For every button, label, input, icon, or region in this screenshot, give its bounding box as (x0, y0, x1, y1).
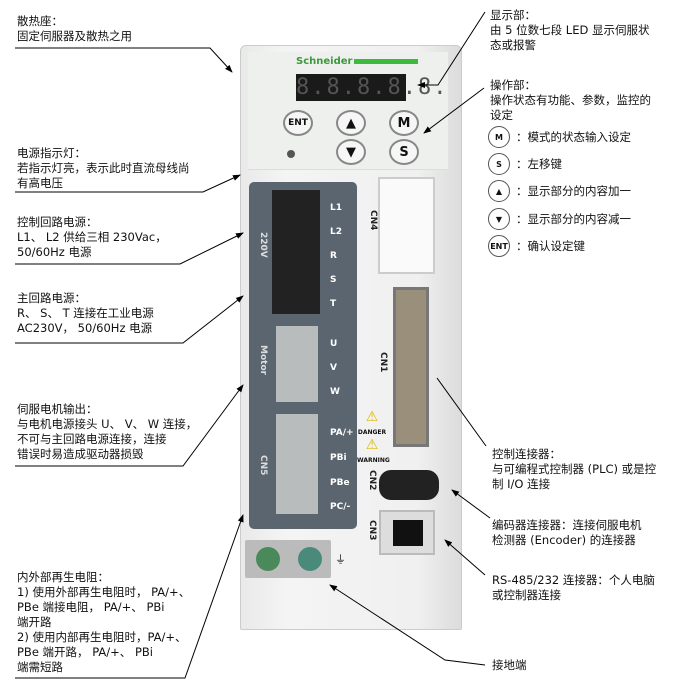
terminal-pa: PA/+ (330, 428, 354, 438)
key-desc: ：确认设定键 (516, 238, 585, 253)
group-label-220v: 220V (258, 232, 268, 258)
key-legend-down: ▼ ：显示部分的内容减一 (488, 207, 631, 231)
brand-logo: Schneider (296, 56, 353, 67)
terminal-s: S (330, 275, 337, 285)
terminal-t: T (330, 299, 337, 309)
key-legend-m: M ：模式的状态输入设定 (488, 125, 631, 149)
terminal-w: W (330, 387, 340, 397)
down-key-icon: ▼ (488, 208, 510, 230)
callout-title: 散热座： (17, 14, 63, 28)
callout-rs485: RS-485/232 连接器：个人电脑 或控制器连接 (492, 573, 655, 602)
cn4-label: CN4 (368, 210, 378, 231)
brand-bar (354, 59, 418, 64)
cn3-port[interactable] (379, 510, 435, 555)
callout-body: 固定伺服器及散热之用 (17, 29, 132, 43)
terminal-pbi: PBi (330, 453, 347, 463)
terminal-l2: L2 (330, 227, 342, 237)
key-legend-ent: ENT ：确认设定键 (488, 234, 585, 258)
cn2-port[interactable] (379, 470, 439, 500)
up-key-icon: ▲ (488, 180, 510, 202)
callout-title: 电源指示灯： (17, 146, 86, 160)
ent-key-icon: ENT (488, 235, 510, 257)
power-led (287, 150, 295, 158)
callout-title: 内外部再生电阻： (17, 570, 109, 584)
terminal-r: R (330, 251, 337, 261)
key-legend-s: S ：左移键 (488, 152, 562, 176)
cn2-label: CN2 (367, 470, 377, 491)
callout-encoder: 编码器连接器：连接伺服电机 检测器 (Encoder) 的连接器 (492, 518, 642, 547)
callout-body: L1、 L2 供给三相 230Vac， 50/60Hz 电源 (17, 230, 167, 259)
callout-ground: 接地端 (492, 658, 527, 672)
callout-body: 操作状态有功能、参数，监控的 设定 (490, 93, 651, 122)
callout-title: 伺服电机输出： (17, 402, 98, 416)
callout-body: 与电机电源接头 U、 V、 W 连接， 不可与主回路电源连接，连接 错误时易造成… (17, 417, 198, 461)
power-terminal-block (272, 190, 320, 314)
ground-screw (256, 547, 280, 571)
s-button[interactable]: S (389, 139, 419, 165)
callout-operation: 操作部： 操作状态有功能、参数，监控的 设定 (490, 78, 651, 123)
terminal-pc: PC/- (330, 502, 351, 512)
group-label-cn5: CN5 (258, 455, 268, 476)
callout-body: R、 S、 T 连接在工业电源 AC230V， 50/60Hz 电源 (17, 306, 154, 335)
s-key-icon: S (488, 153, 510, 175)
ground-icon: ⏚ (335, 553, 346, 566)
ent-button[interactable]: ENT (283, 110, 313, 136)
warning-icon: ⚠ (365, 437, 379, 453)
callout-title: 显示部： (490, 8, 536, 22)
danger-icon: ⚠ (365, 409, 379, 425)
terminal-pbe: PBe (330, 478, 350, 488)
callout-body: 1) 使用外部再生电阻时， PA/+、 PBe 端接电阻， PA/+、 PBi … (17, 585, 191, 674)
callout-body: 由 5 位数七段 LED 显示伺服状 态或报警 (490, 23, 650, 52)
key-legend-up: ▲ ：显示部分的内容加一 (488, 179, 631, 203)
danger-label: ⚠ DANGER (357, 410, 387, 440)
m-key-icon: M (488, 126, 510, 148)
terminal-v: V (330, 363, 337, 373)
cn3-label: CN3 (367, 520, 377, 541)
key-desc: ：模式的状态输入设定 (516, 129, 631, 144)
cn4-port[interactable] (378, 177, 435, 274)
callout-title: 主回路电源： (17, 291, 86, 305)
down-button[interactable]: ▼ (336, 139, 366, 165)
callout-regen: 内外部再生电阻： 1) 使用外部再生电阻时， PA/+、 PBe 端接电阻， P… (17, 570, 190, 675)
callout-title: 控制连接器： (492, 447, 561, 461)
cn5-terminal-block (276, 414, 318, 514)
cn1-port[interactable] (393, 287, 429, 447)
m-button[interactable]: M (389, 110, 419, 136)
callout-motor-output: 伺服电机输出： 与电机电源接头 U、 V、 W 连接， 不可与主回路电源连接，连… (17, 402, 197, 462)
rj45-jack (393, 520, 423, 546)
callout-main-power: 主回路电源： R、 S、 T 连接在工业电源 AC230V， 50/60Hz 电… (17, 291, 154, 336)
callout-display: 显示部： 由 5 位数七段 LED 显示伺服状 态或报警 (490, 8, 649, 53)
motor-terminal-block (276, 326, 318, 402)
ground-screw (298, 547, 322, 571)
callout-title: 控制回路电源： (17, 215, 98, 229)
warning-text: WARNING (357, 457, 390, 464)
group-label-motor: Motor (258, 345, 268, 376)
terminal-u: U (330, 339, 338, 349)
callout-body: 若指示灯亮，表示此时直流母线尚 有高电压 (17, 161, 190, 190)
terminal-l1: L1 (330, 203, 342, 213)
callout-title: 操作部： (490, 78, 536, 92)
key-desc: ：左移键 (516, 156, 562, 171)
callout-power-led: 电源指示灯： 若指示灯亮，表示此时直流母线尚 有高电压 (17, 146, 190, 191)
key-desc: ：显示部分的内容减一 (516, 211, 631, 226)
callout-body: 与可编程式控制器 (PLC) 或是控 制 I/O 连接 (492, 462, 657, 491)
cn1-label: CN1 (378, 352, 388, 373)
warning-label: ⚠ WARNING (357, 437, 390, 468)
callout-heatsink: 散热座： 固定伺服器及散热之用 (17, 14, 132, 44)
danger-text: DANGER (357, 429, 387, 436)
callout-control-power: 控制回路电源： L1、 L2 供给三相 230Vac， 50/60Hz 电源 (17, 215, 167, 260)
callout-control-connector: 控制连接器： 与可编程式控制器 (PLC) 或是控 制 I/O 连接 (492, 447, 656, 492)
up-button[interactable]: ▲ (336, 110, 366, 136)
key-desc: ：显示部分的内容加一 (516, 183, 631, 198)
